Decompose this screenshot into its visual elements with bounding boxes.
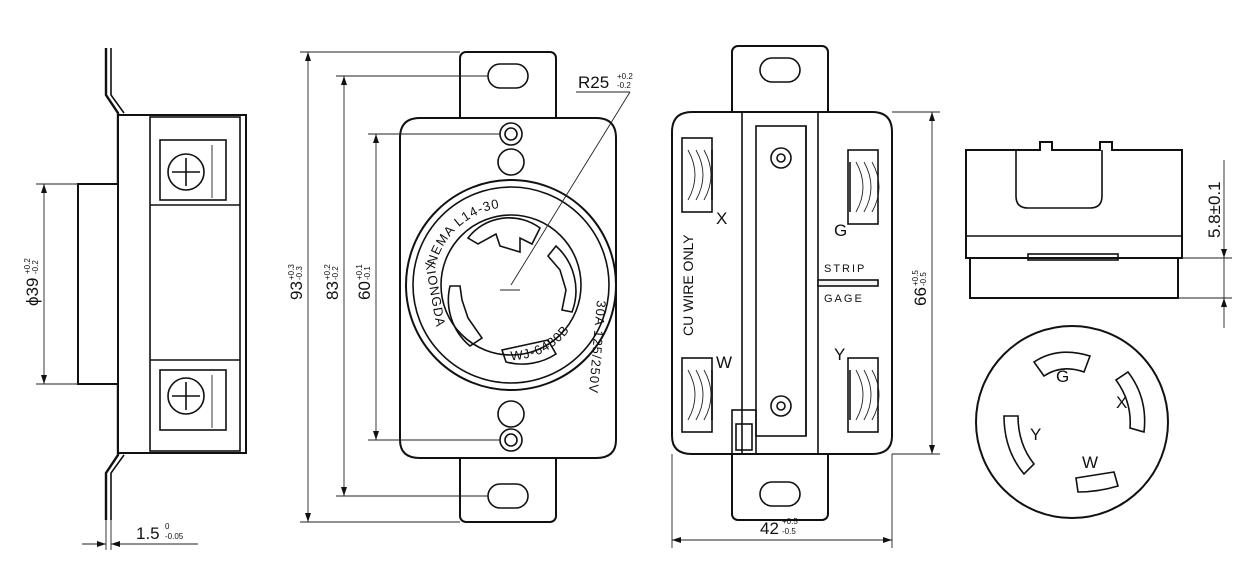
dim-1-5-value: 1.5: [136, 524, 160, 543]
back-strip-gage-bar: [817, 279, 879, 287]
side-screw-bottom: [159, 369, 227, 431]
top-profile-view: 5.8±0.1: [965, 141, 1232, 328]
dim-60-tol-minus: -0.1: [363, 266, 372, 280]
dim-93-tol-plus: +0.3: [287, 264, 296, 280]
plug-label-w: W: [1082, 453, 1098, 472]
plug-blade-g: [1032, 351, 1092, 378]
dim-1-5-tol-minus: -0.05: [165, 532, 184, 541]
back-terminal-g: [847, 149, 880, 225]
dim-r25-tol-plus: +0.2: [617, 72, 633, 81]
dim-66-value: 66: [911, 287, 930, 306]
dim-r25-tol-minus: -0.2: [617, 81, 631, 90]
profile-body: [965, 141, 1183, 259]
dim-66-tol-minus: -0.5: [919, 272, 928, 286]
dim-phi39: ϕ39 +0.2 -0.2: [23, 183, 78, 385]
profile-face: [969, 257, 1179, 299]
dim-60-tol-plus: +0.1: [355, 264, 364, 280]
back-rivet-bottom: [770, 395, 792, 417]
dim-66-tol-plus: +0.5: [911, 270, 920, 286]
back-strip-label: STRIP: [824, 263, 866, 275]
back-label-g: G: [834, 221, 847, 240]
back-view: X W G Y CU WIRE ONLY STRIP GAGE 66 +0.5 …: [671, 45, 940, 548]
dim-phi39-value: ϕ39: [23, 278, 42, 306]
dim-66: 66 +0.5 -0.5: [892, 111, 940, 455]
back-gage-label: GAGE: [824, 293, 864, 305]
back-terminal-y: [847, 357, 880, 433]
dim-83-tol-minus: -0.2: [331, 266, 340, 280]
dim-42-value: 42: [760, 519, 779, 538]
back-rivet-top: [770, 147, 792, 169]
front-slot-x: [546, 244, 577, 313]
back-body: [671, 111, 893, 455]
side-face-boss: [77, 183, 119, 385]
dim-phi39-tol-plus: +0.2: [23, 258, 32, 274]
dim-93-value: 93: [287, 281, 306, 300]
dim-93: 93 +0.3 -0.3: [287, 51, 460, 523]
plug-face-view: G X Y W: [975, 325, 1169, 519]
dim-60-value: 60: [355, 281, 374, 300]
side-body: [117, 114, 247, 454]
dim-93-tol-minus: -0.3: [295, 266, 304, 280]
back-terminal-x: [681, 137, 713, 213]
back-label-w: W: [716, 353, 732, 372]
front-slot-g: [466, 217, 542, 254]
back-label-y: Y: [834, 345, 845, 364]
dim-42-tol-minus: -0.5: [782, 527, 796, 536]
back-cu-wire-only: CU WIRE ONLY: [680, 234, 696, 336]
dim-r25-leader: [510, 91, 631, 286]
back-slot-bottom: [759, 481, 801, 507]
dim-83: 83 +0.2 -0.2: [323, 75, 488, 497]
side-screw-top: [159, 139, 227, 201]
back-terminal-w: [681, 357, 713, 433]
dim-83-value: 83: [323, 281, 342, 300]
dim-phi39-tol-minus: -0.2: [31, 260, 40, 274]
plug-label-x: X: [1116, 393, 1127, 412]
front-slot-w: [500, 339, 558, 365]
plug-face-circle: [975, 325, 1169, 519]
dim-5-8: 5.8±0.1: [1178, 160, 1232, 328]
plug-blade-w: [1075, 471, 1119, 493]
front-face-inner: [440, 214, 582, 356]
dim-1-5-tol-plus: 0: [165, 522, 170, 531]
dim-60: 60 +0.1 -0.1: [355, 133, 500, 441]
front-view: NEMA L14-30 WJ-6430B 30A 125/250V XIONGD…: [287, 51, 633, 523]
plug-label-g: G: [1056, 367, 1069, 386]
dim-42-tol-plus: +0.5: [782, 517, 798, 526]
dim-5-8-value: 5.8±0.1: [1205, 181, 1224, 238]
dim-1-5: 1.5 0 -0.05: [82, 520, 198, 550]
side-view: ϕ39 +0.2 -0.2 1.5 0 -0.05: [23, 48, 247, 550]
front-slot-y: [447, 285, 484, 347]
back-slot-top: [759, 57, 801, 83]
dim-83-tol-plus: +0.2: [323, 264, 332, 280]
plug-blade-y: [1003, 415, 1036, 476]
plug-label-y: Y: [1030, 425, 1041, 444]
dim-r25-value: R25: [578, 73, 609, 92]
dim-42: 42 +0.5 -0.5: [671, 454, 893, 548]
back-label-x: X: [716, 209, 727, 228]
plug-blade-x: [1114, 370, 1146, 434]
